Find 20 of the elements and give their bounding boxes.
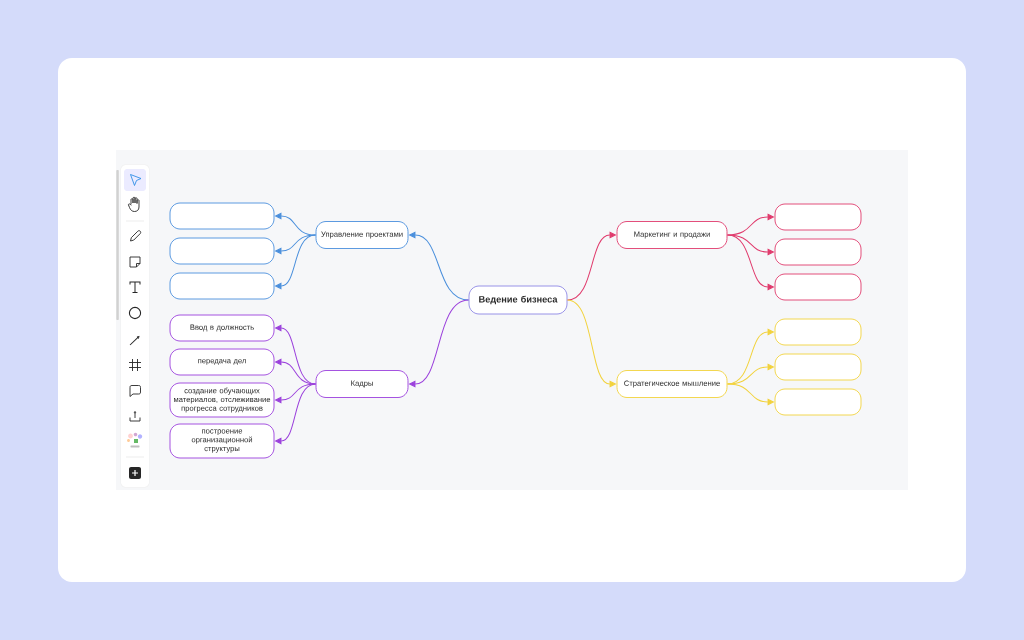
empty-box [774,238,862,266]
empty-box [169,272,275,300]
arrow [726,234,774,291]
empty-box [169,202,275,230]
empty-box [169,237,275,265]
arrow [275,234,317,290]
arrow [566,299,616,388]
arrow [726,234,774,256]
arrow [409,299,470,388]
empty-box [774,353,862,381]
arrow [726,383,774,406]
arrow [275,234,317,255]
arrow [566,231,616,301]
empty-box [774,203,862,231]
empty-box [774,318,862,346]
arrow [275,383,317,445]
central-topic-box: Ведение бизнеса [468,285,568,315]
empty-box [774,388,862,416]
arrow [275,383,317,404]
empty-box [774,273,862,301]
